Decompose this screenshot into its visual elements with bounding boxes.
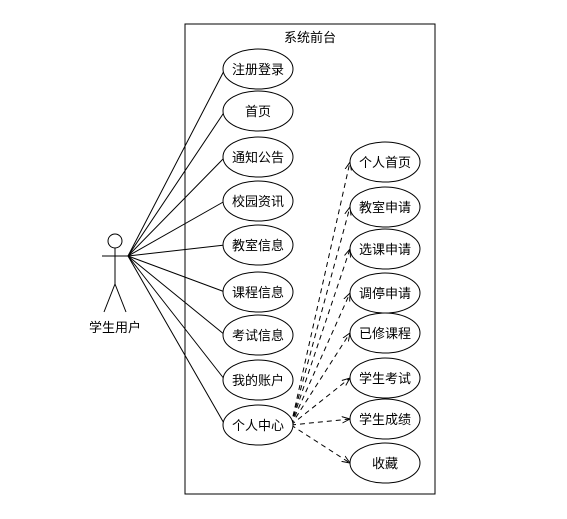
use-case-label: 我的账户	[232, 373, 284, 389]
use-case-label: 调停申请	[359, 286, 411, 302]
association-line	[127, 255, 226, 293]
include-arrow	[290, 424, 350, 463]
use-case-label: 通知公告	[232, 150, 284, 166]
association-line	[127, 200, 226, 257]
use-case-ellipse	[222, 224, 294, 266]
actor-right-leg	[114, 283, 127, 313]
use-case-main: 考试信息	[222, 314, 294, 356]
association-line	[127, 156, 226, 257]
use-case-ellipse	[349, 186, 421, 228]
use-case-main: 注册登录	[222, 48, 294, 90]
use-case-main: 通知公告	[222, 136, 294, 178]
use-case-label: 已修课程	[359, 327, 411, 342]
use-case-sub: 已修课程	[349, 312, 421, 354]
use-case-ellipse	[222, 271, 294, 313]
use-case-label: 注册登录	[232, 63, 284, 78]
use-case-ellipse	[222, 48, 294, 90]
use-case-main: 教室信息	[222, 224, 294, 266]
use-case-sub: 学生考试	[349, 357, 421, 399]
use-case-ellipse	[222, 404, 294, 446]
include-arrow	[290, 419, 350, 426]
use-case-label: 教室信息	[232, 238, 284, 254]
use-case-label: 课程信息	[232, 285, 284, 301]
use-case-ellipse	[222, 180, 294, 222]
include-arrow	[290, 249, 350, 426]
use-case-label: 学生考试	[359, 371, 411, 387]
use-case-ellipse	[222, 314, 294, 356]
use-case-main: 课程信息	[222, 271, 294, 313]
use-case-sub: 学生成绩	[349, 398, 421, 440]
include-arrow	[290, 333, 350, 426]
use-case-main: 个人中心	[222, 404, 294, 446]
association-line	[127, 244, 226, 257]
association-line	[127, 68, 226, 257]
use-case-ellipse	[349, 312, 421, 354]
use-case-ellipse	[349, 357, 421, 399]
use-case-label: 选课申请	[359, 243, 411, 258]
use-case-ellipse	[349, 228, 421, 270]
actor-figure	[102, 233, 128, 313]
association-line	[127, 255, 226, 381]
association-line	[127, 110, 226, 257]
use-case-sub: 选课申请	[349, 228, 421, 270]
use-case-label: 个人首页	[359, 156, 411, 171]
use-case-label: 校园资讯	[232, 194, 284, 210]
use-case-main: 我的账户	[222, 359, 294, 401]
use-case-main: 首页	[222, 90, 294, 132]
use-case-label: 首页	[245, 105, 271, 120]
use-case-sub: 个人首页	[349, 141, 421, 183]
use-case-label: 收藏	[372, 457, 398, 472]
include-arrow	[290, 378, 350, 426]
use-case-ellipse	[349, 141, 421, 183]
include-arrow	[290, 293, 350, 426]
use-case-ellipse	[222, 359, 294, 401]
association-line	[127, 255, 226, 426]
use-case-sub: 教室申请	[349, 186, 421, 228]
use-case-sub: 调停申请	[349, 272, 421, 314]
use-case-ellipse	[349, 442, 421, 484]
association-line	[127, 255, 226, 336]
use-case-ellipse	[222, 90, 294, 132]
use-case-main: 校园资讯	[222, 180, 294, 222]
actor-left-leg	[103, 283, 116, 313]
system-boundary	[184, 23, 436, 495]
use-case-label: 学生成绩	[359, 412, 411, 428]
use-case-label: 考试信息	[232, 328, 284, 344]
use-case-label: 个人中心	[232, 419, 284, 434]
use-case-ellipse	[222, 136, 294, 178]
actor-head	[107, 233, 123, 249]
system-title: 系统前台	[284, 30, 336, 46]
use-case-ellipse	[349, 398, 421, 440]
use-case-sub: 收藏	[349, 442, 421, 484]
include-arrow	[290, 207, 350, 426]
use-case-label: 教室申请	[359, 200, 411, 216]
actor-label: 学生用户	[89, 320, 141, 336]
